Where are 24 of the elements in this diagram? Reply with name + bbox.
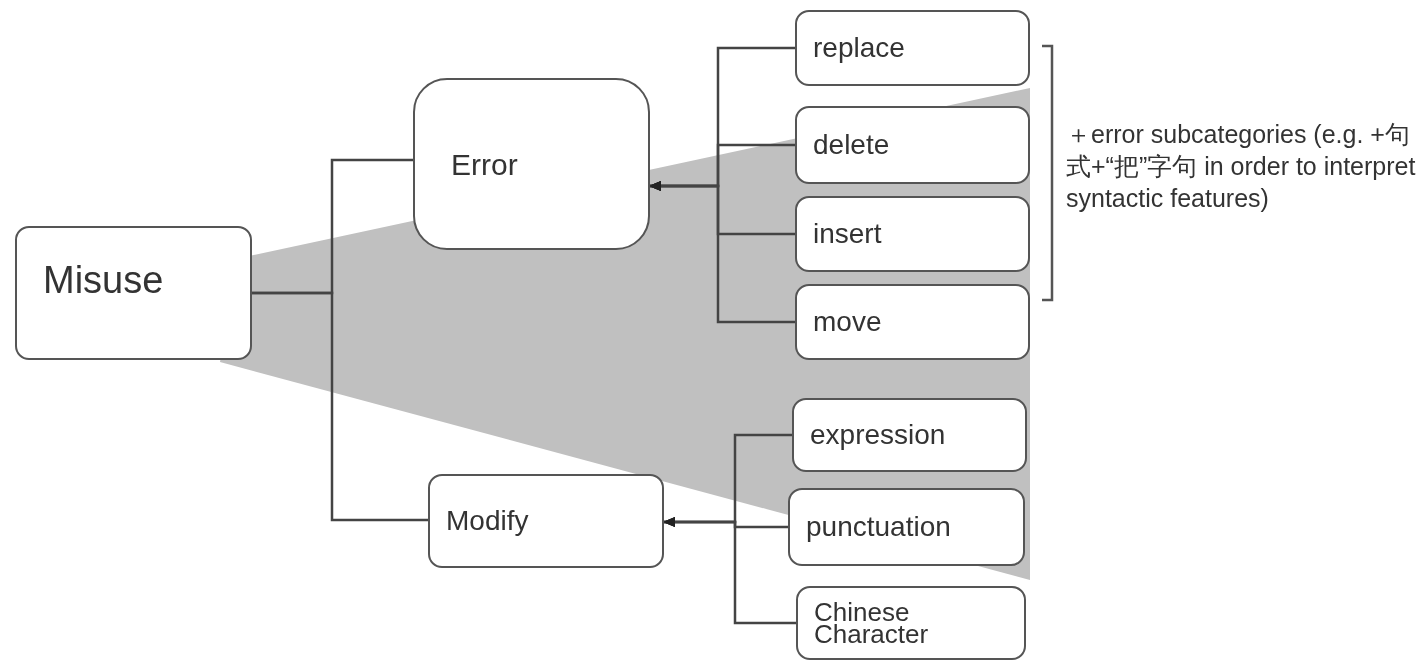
category-box [795, 106, 1030, 184]
node-label: Chinese Character [814, 600, 930, 646]
category-box [792, 398, 1027, 472]
category-box [796, 586, 1026, 660]
connector [662, 517, 796, 625]
node-label: move [813, 306, 882, 338]
category-box [795, 196, 1030, 272]
node-label: Error [451, 147, 518, 181]
note-text: ＋error subcategories (e.g. +句式+“把”字句 in order to interpret syntactic features) [1066, 119, 1417, 214]
category-box [788, 488, 1025, 566]
node-label: Misuse [43, 260, 164, 302]
category-box [795, 284, 1030, 360]
connector [252, 291, 428, 522]
category-box [795, 10, 1030, 86]
node-label: insert [813, 218, 882, 250]
node-label: punctuation [806, 511, 951, 543]
node-label: delete [813, 129, 890, 161]
category-box [15, 226, 252, 360]
category-box [428, 474, 664, 568]
node-label: replace [813, 32, 905, 64]
connector [648, 181, 795, 324]
node-label: expression [810, 419, 946, 451]
category-box [413, 78, 650, 250]
node-label: Modify [446, 505, 529, 537]
